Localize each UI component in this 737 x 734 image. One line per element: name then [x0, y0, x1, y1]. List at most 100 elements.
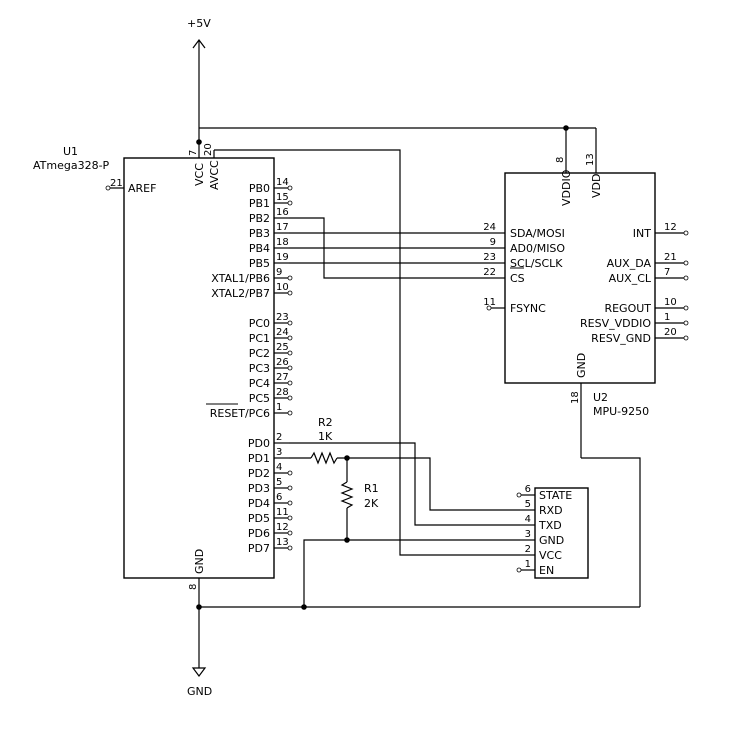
svg-text:PC5: PC5 [249, 392, 270, 405]
gnd-label: GND [187, 685, 212, 698]
svg-text:22: 22 [483, 267, 496, 278]
svg-text:20: 20 [664, 327, 677, 338]
svg-text:VDD: VDD [590, 174, 603, 198]
svg-text:24: 24 [483, 222, 496, 233]
u2-pin-vdd: 13 VDD [585, 128, 603, 198]
svg-text:6: 6 [276, 492, 282, 503]
svg-text:2: 2 [276, 432, 282, 443]
r2-resistor [310, 451, 338, 465]
svg-text:11: 11 [276, 507, 289, 518]
svg-text:VDDIO: VDDIO [560, 169, 573, 206]
u1-pin-pd0: 2 PD0 [248, 432, 289, 450]
svg-text:18: 18 [570, 391, 581, 404]
svg-text:18: 18 [276, 237, 289, 248]
svg-text:INT: INT [633, 227, 651, 240]
svg-text:PC2: PC2 [249, 347, 270, 360]
u1-pin-avcc: 20 AVCC [203, 143, 221, 190]
u1-pin-gnd: 8 GND [188, 549, 206, 607]
svg-text:9: 9 [490, 237, 496, 248]
svg-text:PD5: PD5 [248, 512, 270, 525]
r1-ref: R1 [364, 482, 379, 495]
u1-value: ATmega328-P [33, 159, 110, 172]
svg-text:3: 3 [525, 529, 531, 540]
u2-pin-resv_gnd: 20 RESV_GND [591, 327, 689, 345]
svg-text:REGOUT: REGOUT [604, 302, 651, 315]
u1-pin-pb5: 19 PB5 [249, 252, 289, 270]
svg-text:26: 26 [276, 357, 289, 368]
svg-text:EN: EN [539, 564, 554, 577]
svg-text:PD7: PD7 [248, 542, 270, 555]
svg-text:7: 7 [188, 150, 199, 156]
svg-text:PD6: PD6 [248, 527, 270, 540]
svg-text:12: 12 [664, 222, 677, 233]
svg-text:1: 1 [664, 312, 670, 323]
vcc-label: +5V [187, 17, 211, 30]
svg-text:PB3: PB3 [249, 227, 270, 240]
svg-text:VCC: VCC [193, 163, 206, 186]
svg-text:XTAL1/PB6: XTAL1/PB6 [211, 272, 270, 285]
svg-text:PB5: PB5 [249, 257, 270, 270]
svg-text:AUX_DA: AUX_DA [607, 257, 652, 270]
svg-text:AUX_CL: AUX_CL [609, 272, 652, 285]
svg-text:4: 4 [525, 514, 531, 525]
u1-pin-pd5: 11 PD5 [248, 507, 293, 525]
bt-pin-rxd: 5 RXD [520, 499, 563, 517]
wires [199, 127, 641, 608]
u2-pin-vddio: 8 VDDIO [555, 128, 573, 206]
svg-text:AD0/MISO: AD0/MISO [510, 242, 565, 255]
svg-text:RESET/PC6: RESET/PC6 [210, 407, 270, 420]
svg-text:7: 7 [664, 267, 670, 278]
svg-text:SCL/SCLK: SCL/SCLK [510, 257, 563, 270]
svg-text:10: 10 [664, 297, 677, 308]
svg-text:21: 21 [110, 178, 123, 189]
u1-body [123, 157, 275, 579]
svg-text:RXD: RXD [539, 504, 563, 517]
vcc-symbol [192, 39, 206, 142]
r2-value: 1K [318, 430, 333, 443]
u1-right-pins: 14PB015PB116PB217PB318PB419PB59XTAL1/PB6… [210, 177, 293, 555]
svg-text:PD0: PD0 [248, 437, 270, 450]
junctions [196, 125, 569, 610]
svg-text:27: 27 [276, 372, 289, 383]
svg-text:PB4: PB4 [249, 242, 270, 255]
svg-text:3: 3 [276, 447, 282, 458]
svg-text:15: 15 [276, 192, 289, 203]
svg-text:19: 19 [276, 252, 289, 263]
svg-text:RESV_GND: RESV_GND [591, 332, 651, 345]
bt-pin-gnd: 3 GND [520, 529, 564, 547]
svg-text:13: 13 [585, 153, 596, 166]
svg-text:GND: GND [539, 534, 564, 547]
svg-text:17: 17 [276, 222, 289, 233]
svg-text:4: 4 [276, 462, 282, 473]
u2-right-pins: 12INT21AUX_DA7AUX_CL10REGOUT1RESV_VDDIO2… [580, 222, 689, 345]
svg-text:16: 16 [276, 207, 289, 218]
svg-text:5: 5 [525, 499, 531, 510]
u2-body [504, 172, 656, 384]
svg-text:PC1: PC1 [249, 332, 270, 345]
svg-text:STATE: STATE [539, 489, 572, 502]
svg-text:1: 1 [525, 559, 531, 570]
r1-value: 2K [364, 497, 379, 510]
u1-pin-pb3: 17 PB3 [249, 222, 289, 240]
u2-value: MPU-9250 [593, 405, 649, 418]
r2-ref: R2 [318, 416, 333, 429]
svg-text:GND: GND [575, 353, 588, 378]
svg-text:PB0: PB0 [249, 182, 270, 195]
bt-pin-en: 1 EN [516, 559, 554, 577]
svg-text:SDA/MOSI: SDA/MOSI [510, 227, 565, 240]
